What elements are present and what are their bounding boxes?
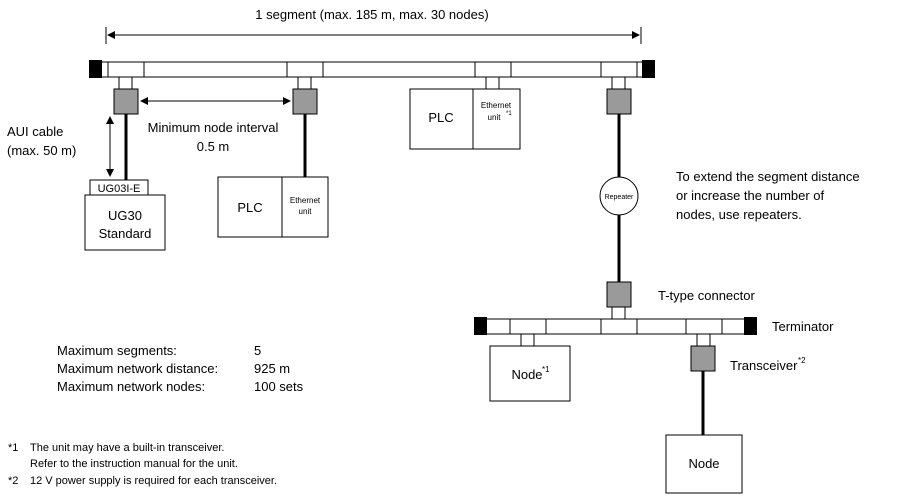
footnote-1-line-1: The unit may have a built-in transceiver… bbox=[30, 442, 224, 454]
terminator-top-left bbox=[89, 60, 102, 78]
plc-box-1 bbox=[217, 176, 329, 238]
terminator-bottom-right bbox=[744, 317, 757, 335]
spec-value-1: 5 bbox=[254, 343, 261, 358]
min-interval-label-1: Minimum node interval bbox=[148, 120, 279, 135]
segment-label: 1 segment (max. 185 m, max. 30 nodes) bbox=[255, 7, 488, 22]
aui-cable-label-1: AUI cable bbox=[7, 124, 63, 139]
node-label-2: Node bbox=[688, 456, 719, 471]
spec-key-2: Maximum network distance: bbox=[57, 361, 218, 376]
t-connector-label: T-type connector bbox=[658, 288, 755, 303]
transceiver-4 bbox=[606, 281, 632, 308]
plc-label-1: PLC bbox=[237, 200, 262, 215]
terminator-label: Terminator bbox=[772, 319, 834, 334]
node-label-mark: *1 bbox=[542, 365, 550, 374]
transceiver-5 bbox=[690, 345, 716, 372]
spec-value-3: 100 sets bbox=[254, 379, 304, 394]
spec-value-2: 925 m bbox=[254, 361, 290, 376]
transceiver-1 bbox=[113, 88, 139, 115]
min-interval-label-2: 0.5 m bbox=[197, 139, 230, 154]
ethernet-unit-label-2a: Ethernet bbox=[481, 101, 512, 110]
ug30-box bbox=[84, 194, 166, 251]
transceiver-3 bbox=[606, 88, 632, 115]
plc-box-2 bbox=[409, 88, 521, 150]
repeater-note-1: To extend the segment distance bbox=[676, 169, 860, 184]
node-box-2 bbox=[665, 434, 743, 494]
ug-adapter-label: UG03I-E bbox=[98, 183, 141, 195]
spec-key-3: Maximum network nodes: bbox=[57, 379, 205, 394]
plc-label-2: PLC bbox=[428, 110, 453, 125]
ethernet-unit-mark: *1 bbox=[506, 111, 512, 117]
t-connector bbox=[685, 318, 723, 347]
ug30-label-1: UG30 bbox=[108, 208, 142, 223]
t-connector bbox=[474, 61, 512, 90]
transceiver-label: Transceiver bbox=[730, 358, 798, 373]
aui-cable-label-2: (max. 50 m) bbox=[7, 143, 76, 158]
spec-key-1: Maximum segments: bbox=[57, 343, 177, 358]
ethernet-unit-label-2b: unit bbox=[488, 113, 502, 122]
repeater-note-3: nodes, use repeaters. bbox=[676, 207, 802, 222]
t-connector bbox=[107, 61, 145, 90]
footnote-1-line-2: Refer to the instruction manual for the … bbox=[30, 458, 238, 470]
terminator-top-right bbox=[642, 60, 655, 78]
terminator-bottom-left bbox=[474, 317, 487, 335]
node-box-1 bbox=[489, 345, 571, 402]
footnote-2-line-1: 12 V power supply is required for each t… bbox=[30, 475, 277, 487]
footnote-1-mark: *1 bbox=[8, 442, 18, 454]
node-label-1: Node bbox=[511, 367, 542, 382]
repeater-note-2: or increase the number of bbox=[676, 188, 825, 203]
ug30-label-2: Standard bbox=[99, 226, 152, 241]
t-connector bbox=[286, 61, 324, 90]
top-coax-cable bbox=[99, 61, 645, 78]
t-connector bbox=[600, 306, 638, 335]
t-connector bbox=[600, 61, 638, 90]
ethernet-unit-label-1b: unit bbox=[299, 207, 313, 216]
transceiver-label-mark: *2 bbox=[798, 356, 806, 365]
t-connector bbox=[509, 318, 547, 347]
ethernet-unit-label-1a: Ethernet bbox=[290, 196, 321, 205]
footnote-2-mark: *2 bbox=[8, 475, 18, 487]
repeater-label: Repeater bbox=[605, 194, 634, 201]
transceiver-2 bbox=[292, 88, 318, 115]
